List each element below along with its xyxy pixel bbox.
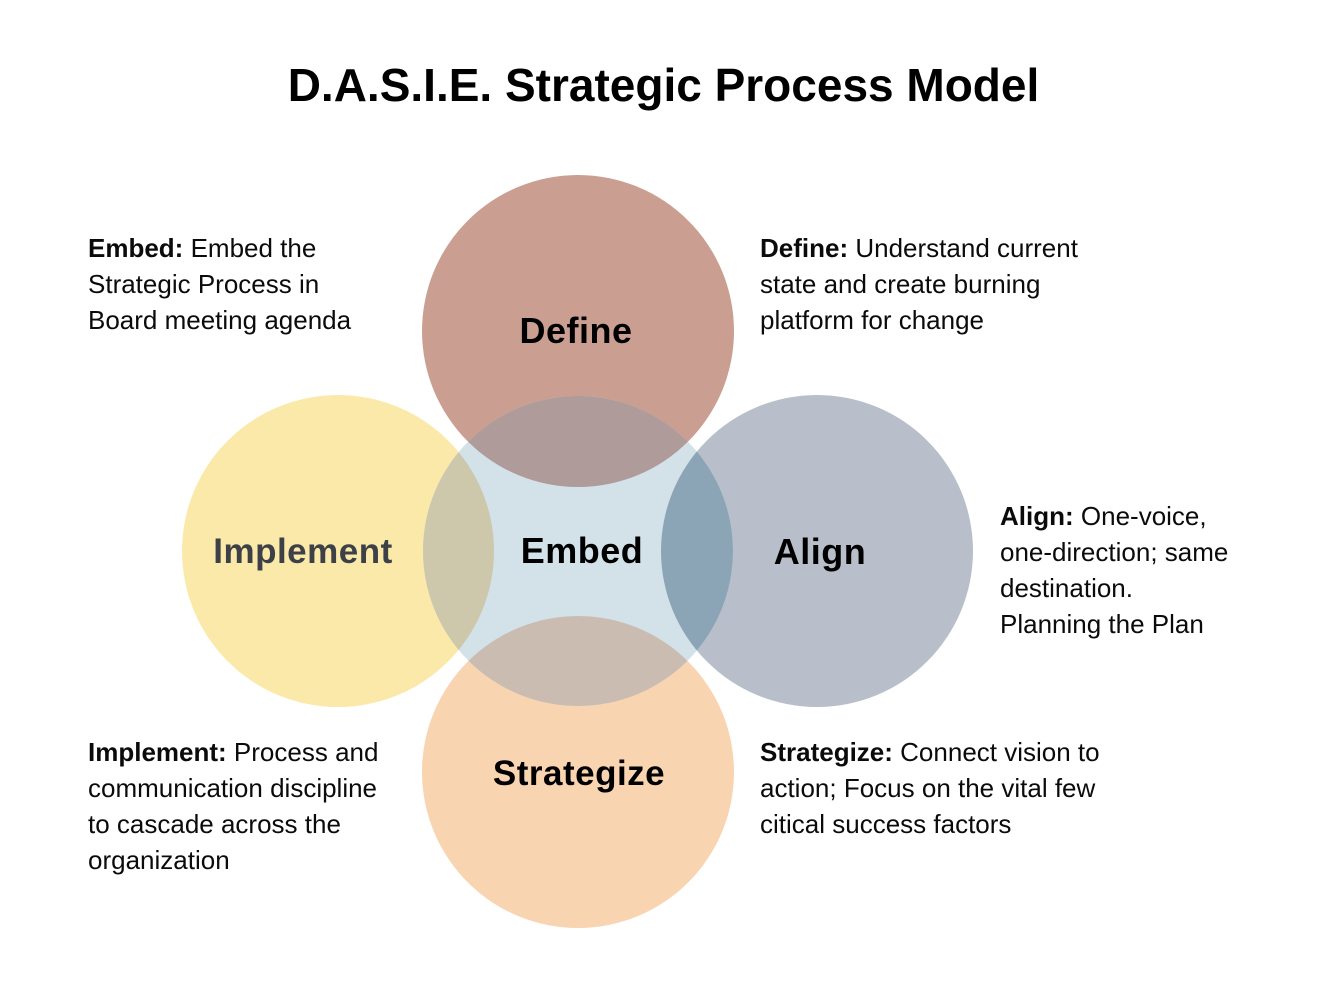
embed-circle [423, 396, 733, 706]
embed-label: Embed [520, 530, 644, 571]
strategize-note: Strategize: Connect vision to action; Fo… [760, 734, 1126, 842]
strategize-note-term: Strategize: [760, 737, 893, 767]
define-note: Define: Understand current state and cre… [760, 230, 1132, 338]
implement-note: Implement: Process and communication dis… [88, 734, 390, 878]
implement-note-text: Process and communication discipline to … [88, 737, 379, 875]
page-title: D.A.S.I.E. Strategic Process Model [287, 59, 1040, 111]
define-note-text: Understand current state and create burn… [760, 233, 1078, 335]
strategize-circle [422, 616, 734, 928]
define-circle [422, 175, 734, 487]
strategize-note-text: Connect vision to action; Focus on the v… [760, 737, 1100, 839]
embed-note-text: Embed the Strategic Process in Board mee… [88, 233, 352, 335]
align-circle [661, 395, 973, 707]
embed-note-term: Embed: [88, 233, 184, 263]
strategize-label: Strategize [492, 754, 666, 793]
implement-circle [182, 395, 494, 707]
define-note-term: Define: [760, 233, 849, 263]
align-note-term: Align: [1000, 501, 1074, 531]
align-note: Align: One-voice, one-direction; same de… [1000, 498, 1240, 642]
define-label: Define [519, 310, 633, 351]
align-label: Align [773, 531, 867, 572]
align-note-text: One-voice, one-direction; same destinati… [1000, 501, 1229, 639]
implement-label: Implement [213, 532, 393, 571]
implement-note-term: Implement: [88, 737, 227, 767]
embed-note: Embed: Embed the Strategic Process in Bo… [88, 230, 370, 338]
